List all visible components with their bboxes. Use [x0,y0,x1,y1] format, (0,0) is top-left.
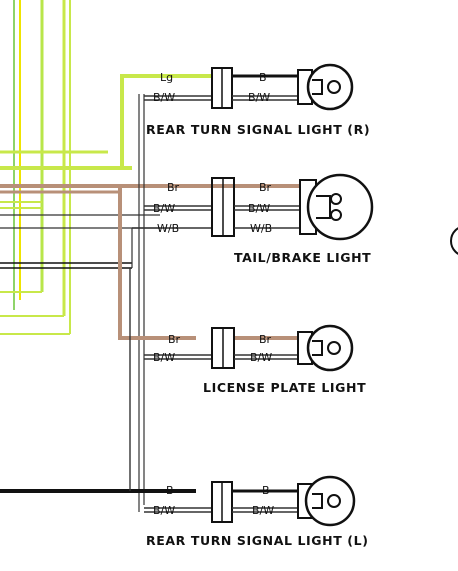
lamp-title: REAR TURN SIGNAL LIGHT (L) [146,533,369,548]
wire-label: Br [167,181,180,194]
wire-label: B/W [153,351,175,364]
wire-label: B/W [153,504,175,517]
bulb-icon [297,475,356,527]
lamp-license-plate: Br B/W Br B/W LICENSE PLATE LIGHT [144,324,366,395]
bulb-icon [299,173,374,241]
lamp-rear-turn-signal-left: B B/W B B/W REAR TURN SIGNAL LIGHT (L) [138,475,369,548]
left-harness [0,0,290,335]
bulb-icon [297,63,354,111]
wire-label: B [166,484,174,497]
wire-label: B [259,71,267,84]
wire-label: Br [259,181,272,194]
wire-label: W/B [250,222,272,235]
lamp-title: REAR TURN SIGNAL LIGHT (R) [146,122,370,137]
trunk-wires [0,74,196,505]
lamp-rear-turn-signal-right: Lg B/W B B/W REAR TURN SIGNAL LIGHT (R) [144,63,370,137]
edge-arc [450,227,458,255]
wire-label: B [262,484,270,497]
lamp-title: TAIL/BRAKE LIGHT [234,250,371,265]
wire-label: B/W [248,91,270,104]
wire-label: W/B [157,222,179,235]
wire-label: Lg [160,71,173,84]
wire-label: Br [168,333,181,346]
bulb-icon [297,324,354,372]
wire-label: B/W [250,351,272,364]
wire-label: B/W [252,504,274,517]
lamp-title: LICENSE PLATE LIGHT [203,380,366,395]
wire-label: B/W [153,202,175,215]
lamp-tail-brake: Br B/W W/B Br B/W W/B TAIL/BRAKE LIGHT [132,173,374,265]
wire-label: Br [259,333,272,346]
wire-label: B/W [248,202,270,215]
wire-label: B/W [153,91,175,104]
